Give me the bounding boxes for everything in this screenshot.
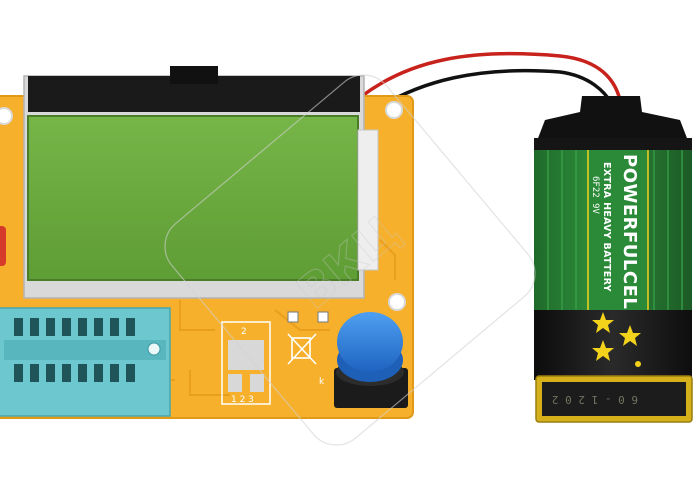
zif-pin-row-top [14, 318, 135, 336]
battery-base-inner [542, 382, 686, 416]
battery-9v: POWERFULCELL EXTRA HEAVY BATTERY 6F22 9V… [534, 96, 693, 423]
weee-icon [287, 333, 317, 365]
zif-hole [147, 342, 161, 356]
star-icon [619, 325, 641, 346]
star-icon [592, 340, 614, 361]
star-icon [592, 312, 614, 333]
zif-pin-row-bottom [14, 364, 135, 382]
battery-bottom-code: 6 0 - 1 2 0 2 [552, 393, 638, 406]
mounting-hole [0, 107, 13, 125]
battery-stripes [547, 150, 683, 310]
test-pad [287, 311, 299, 323]
battery-dot [635, 361, 641, 367]
star-icons [592, 312, 641, 361]
mounting-hole [388, 293, 406, 311]
battery-label-band [588, 150, 648, 310]
battery-voltage: 6F22 9V [590, 176, 600, 215]
pcb-traces [150, 239, 396, 396]
smd-footprint: 2 1 2 3 [221, 321, 271, 405]
test-pad [317, 311, 329, 323]
lcd-side-glass [357, 129, 379, 271]
pin-label-top: 2 [241, 327, 247, 337]
battery-brand: POWERFULCELL [619, 154, 640, 321]
lcd-connector [170, 66, 218, 84]
red-component [0, 226, 6, 266]
test-button[interactable] [337, 312, 403, 372]
pin-label-bottom: 1 2 3 [231, 395, 254, 405]
battery-snap-cap [535, 96, 690, 146]
black-wire [371, 68, 614, 114]
battery-subtitle: EXTRA HEAVY BATTERY [601, 162, 612, 292]
red-wire [360, 51, 622, 101]
mounting-hole [385, 101, 403, 119]
k-label: k [319, 377, 325, 387]
zif-lever-slot [4, 340, 166, 360]
battery-black-lower [534, 310, 692, 380]
lcd-screen [27, 115, 359, 281]
